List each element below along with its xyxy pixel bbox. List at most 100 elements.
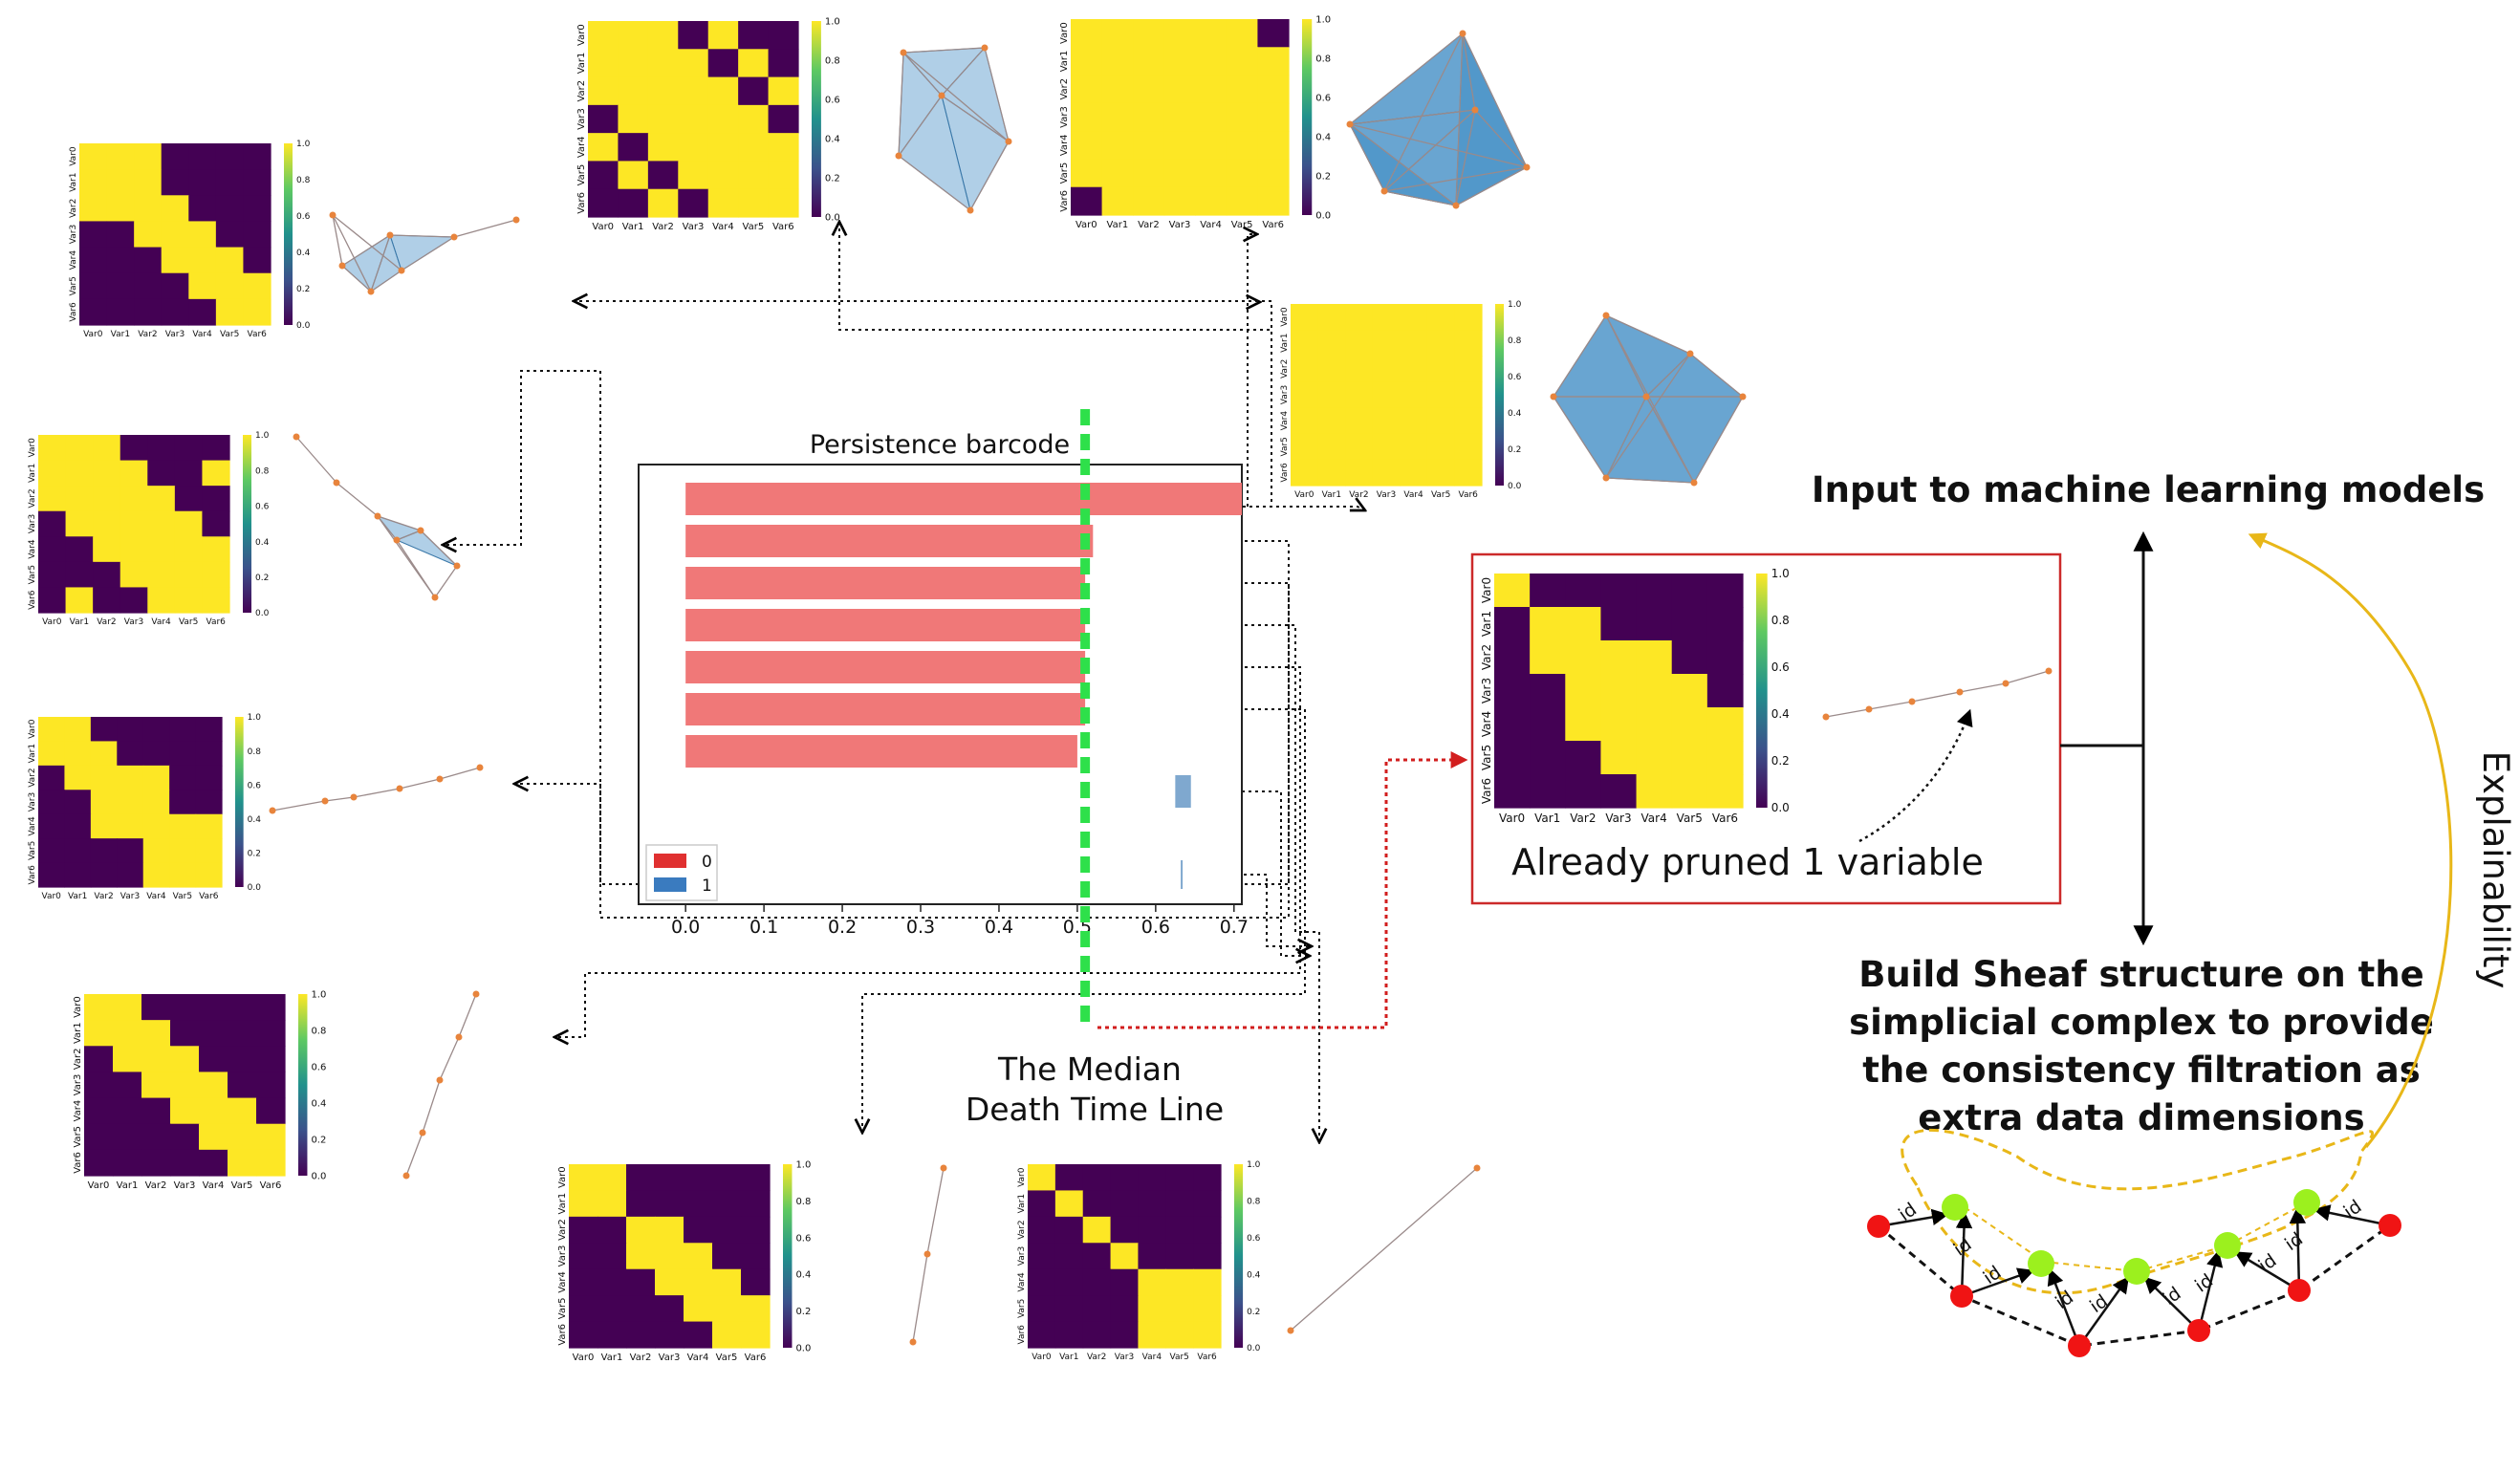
- sheaf-edge-label: id: [1980, 1262, 2006, 1288]
- heatmap-cell: [228, 1149, 257, 1177]
- heatmap-cell: [147, 486, 176, 512]
- simplex-edge: [1290, 1167, 1478, 1331]
- heatmap-col-label: Var0: [1294, 490, 1314, 500]
- heatmap-cell: [199, 1097, 228, 1125]
- heatmap-cell: [113, 1149, 142, 1177]
- heatmap-cell: [147, 510, 176, 537]
- heatmap-cell: [768, 133, 799, 162]
- heatmap-cell: [1494, 741, 1531, 775]
- heatmap-cell: [768, 76, 799, 106]
- colorbar-tick-label: 0.8: [1771, 614, 1790, 627]
- heatmap-cell: [597, 1164, 627, 1192]
- graph-node: [1956, 688, 1964, 696]
- heatmap-row-label: Var6: [1280, 463, 1290, 483]
- heatmap-cell: [174, 435, 204, 462]
- heatmap-col-label: Var5: [173, 892, 192, 901]
- heatmap-cell: [215, 272, 245, 300]
- heatmap-cell: [1400, 356, 1428, 383]
- heatmap-row-label: Var4: [73, 1100, 83, 1122]
- heatmap-cell: [597, 1295, 627, 1323]
- x-tick-label: 0.1: [749, 917, 778, 938]
- heatmap-cell: [1345, 407, 1374, 435]
- heatmap-cell: [142, 790, 170, 815]
- simplex-edge: [941, 95, 1010, 142]
- heatmap-cell: [1257, 19, 1290, 48]
- colorbar: [1234, 1164, 1244, 1348]
- heatmap-cell: [134, 247, 163, 274]
- colorbar-tick-label: 1.0: [795, 1160, 811, 1171]
- graph-node: [1602, 312, 1610, 319]
- heatmap-cell: [1101, 131, 1134, 161]
- graph-node: [398, 267, 405, 274]
- simplex-edge: [341, 234, 391, 267]
- heatmap-cell: [1071, 159, 1103, 188]
- heatmap-cell: [202, 587, 230, 614]
- heatmap-cell: [1494, 640, 1531, 675]
- heatmap-cell: [1193, 1243, 1222, 1270]
- heatmap-col-label: Var2: [1349, 490, 1368, 500]
- dotted-connector: [1248, 234, 1257, 507]
- sheaf-restriction-arrow: [2047, 1267, 2081, 1347]
- heatmap-row-label: Var5: [69, 276, 78, 295]
- h0-bar: [685, 609, 1086, 641]
- heatmap-cell: [1317, 459, 1346, 487]
- heatmap-cell: [1372, 433, 1401, 461]
- heatmap-cell: [84, 1046, 114, 1073]
- heatmap-row-label: Var6: [557, 1324, 568, 1346]
- heatmap-row-label: Var5: [28, 565, 37, 584]
- heatmap-cell: [626, 1321, 656, 1349]
- heatmap-cell: [1706, 707, 1744, 742]
- colorbar-tick-label: 0.8: [825, 56, 840, 67]
- heatmap-cell: [684, 1268, 713, 1296]
- heatmap-cell: [142, 741, 170, 767]
- heatmap-cell: [597, 1190, 627, 1218]
- colorbar-tick-label: 1.0: [296, 140, 311, 149]
- heatmap-col-label: Var6: [1262, 220, 1284, 230]
- heatmap-cell: [1565, 674, 1602, 708]
- simplicial-complexes: [269, 30, 2053, 1346]
- heatmap-cell: [142, 862, 170, 888]
- heatmap-col-label: Var5: [220, 330, 239, 339]
- heatmap-cell: [1345, 304, 1374, 331]
- simplex-edge: [1605, 314, 1695, 484]
- heatmap-cell: [626, 1190, 656, 1218]
- graph-node: [1287, 1327, 1294, 1334]
- graph-node: [1550, 393, 1557, 400]
- graph-node: [938, 92, 945, 99]
- adjacency-heatmap: Var0Var0Var1Var1Var2Var2Var3Var3Var4Var4…: [1480, 567, 1790, 825]
- simplex-edge: [1474, 109, 1528, 168]
- heatmap-cell: [1291, 433, 1319, 461]
- simplex-edge: [1455, 32, 1464, 206]
- heatmap-cell: [195, 838, 223, 864]
- heatmap-cell: [741, 1268, 771, 1296]
- heatmap-col-label: Var5: [743, 222, 765, 232]
- heatmap-cell: [90, 765, 118, 790]
- heatmap-cell: [119, 486, 148, 512]
- graph-node: [455, 1033, 463, 1041]
- sheaf-base-node: [2288, 1279, 2311, 1302]
- heatmap-cell: [1426, 330, 1456, 357]
- adjacency-heatmap: Var0Var0Var1Var1Var2Var2Var3Var3Var4Var4…: [1059, 15, 1331, 231]
- heatmap-cell: [569, 1216, 598, 1244]
- heatmap-cell: [741, 1321, 771, 1349]
- adjacency-heatmap: Var0Var0Var1Var1Var2Var2Var3Var3Var4Var4…: [557, 1160, 811, 1364]
- heatmap-row-label: Var6: [576, 192, 587, 214]
- barcode-title: Persistence barcode: [810, 430, 1070, 460]
- heatmap-cell: [147, 460, 176, 487]
- heatmap-cell: [147, 435, 176, 462]
- heatmap-cell: [243, 169, 272, 196]
- heatmap-row-label: Var1: [73, 1022, 83, 1044]
- heatmap-cell: [106, 169, 135, 196]
- heatmap-cell: [1163, 47, 1196, 76]
- colorbar-tick-label: 0.6: [248, 781, 262, 790]
- heatmap-cell: [588, 76, 619, 106]
- heatmap-cell: [1165, 1321, 1194, 1349]
- heatmap-cell: [1636, 640, 1673, 675]
- heatmap-cell: [256, 1020, 286, 1047]
- simplex-edge: [1383, 32, 1464, 192]
- heatmap-cell: [738, 76, 770, 106]
- heatmap-cell: [170, 1097, 200, 1125]
- heatmap-row-label: Var1: [1017, 1194, 1027, 1213]
- heatmap-cell: [84, 1149, 114, 1177]
- heatmap-col-label: Var4: [151, 617, 171, 627]
